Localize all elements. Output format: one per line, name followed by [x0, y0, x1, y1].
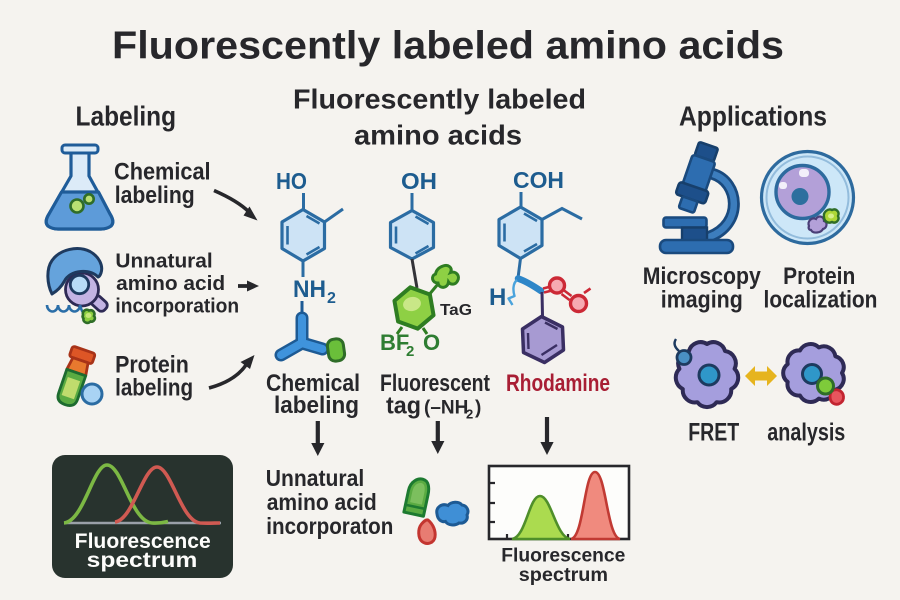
svg-text:NH: NH — [293, 276, 326, 303]
svg-text:spectrum: spectrum — [87, 549, 198, 572]
svg-text:TaG: TaG — [440, 302, 472, 319]
svg-text:COH: COH — [513, 167, 564, 193]
svg-text:(–NH: (–NH — [424, 398, 468, 419]
svg-text:O: O — [423, 330, 440, 355]
svg-text:Fluorescence: Fluorescence — [75, 530, 211, 553]
svg-text:BF: BF — [380, 330, 409, 355]
svg-text:2: 2 — [327, 290, 336, 307]
svg-text:Chemical: Chemical — [114, 158, 211, 185]
svg-text:2: 2 — [406, 343, 414, 360]
svg-text:incorporation: incorporation — [115, 295, 239, 318]
svg-text:FRET: FRET — [688, 419, 739, 447]
svg-text:Protein: Protein — [783, 263, 855, 290]
svg-text:Labeling: Labeling — [76, 100, 177, 131]
svg-text:Fluorescently labeled amino ac: Fluorescently labeled amino acids — [112, 25, 784, 68]
svg-text:amino acid: amino acid — [116, 272, 225, 295]
svg-text:Rhodamine: Rhodamine — [506, 370, 610, 397]
svg-text:Unnatural: Unnatural — [266, 465, 364, 491]
svg-text:analysis: analysis — [767, 419, 845, 447]
svg-text:localization: localization — [764, 287, 878, 314]
svg-text:2: 2 — [466, 407, 473, 422]
svg-text:HO: HO — [276, 168, 307, 194]
svg-text:labeling: labeling — [274, 392, 359, 419]
svg-text:tag: tag — [386, 393, 421, 420]
svg-text:imaging: imaging — [661, 287, 743, 314]
svg-text:spectrum: spectrum — [519, 565, 608, 586]
svg-text:labeling: labeling — [115, 375, 193, 402]
svg-text:amino acids: amino acids — [354, 120, 522, 151]
svg-text:Protein: Protein — [115, 352, 189, 379]
svg-text:): ) — [475, 398, 481, 419]
svg-text:OH: OH — [401, 168, 437, 194]
svg-text:Chemical: Chemical — [266, 370, 360, 397]
svg-text:Fluorescent: Fluorescent — [380, 370, 490, 397]
svg-text:labeling: labeling — [115, 182, 195, 209]
svg-text:Fluorescence: Fluorescence — [501, 545, 625, 566]
svg-text:Microscopy: Microscopy — [643, 263, 762, 290]
svg-text:incorporaton: incorporaton — [266, 513, 393, 539]
svg-text:Unnatural: Unnatural — [115, 249, 212, 272]
svg-text:Applications: Applications — [679, 101, 827, 132]
svg-text:amino acid: amino acid — [267, 489, 377, 515]
svg-text:Fluorescently labeled: Fluorescently labeled — [293, 84, 586, 115]
svg-text:H: H — [489, 284, 506, 311]
